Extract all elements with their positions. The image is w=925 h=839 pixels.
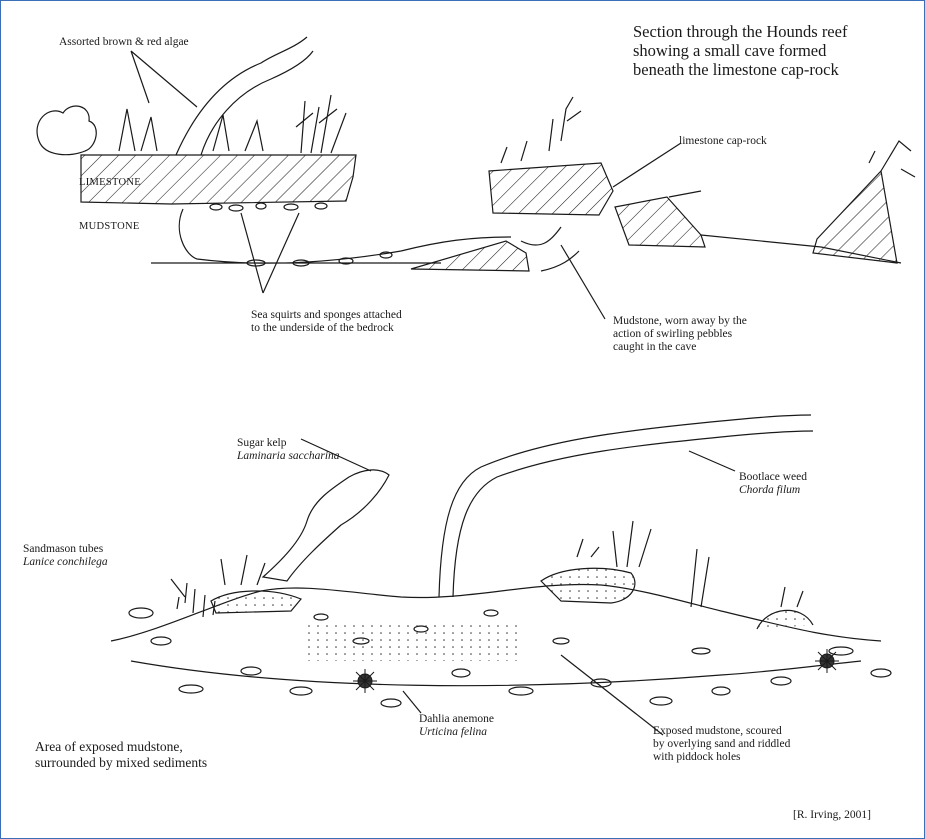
diagram-title: Section through the Hounds reef showing … — [633, 23, 847, 80]
sugar-kelp-label: Sugar kelp Laminaria saccharina — [237, 437, 340, 463]
title-line-3: beneath the limestone cap-rock — [633, 61, 847, 80]
sandmason-label: Sandmason tubes Lanice conchilega — [23, 543, 108, 569]
title-line-2: showing a small cave formed — [633, 42, 847, 61]
dahlia-anemone-left — [353, 669, 377, 693]
mudstone-worn-label: Mudstone, worn away by the action of swi… — [613, 315, 747, 355]
algae-label: Assorted brown & red algae — [59, 36, 189, 49]
exposed-mudstone-label: Exposed mudstone, scoured by overlying s… — [653, 725, 790, 765]
bootlace-weed — [439, 415, 813, 597]
algae-clump — [37, 106, 96, 155]
dahlia-anemone-right — [815, 649, 839, 673]
sugar-kelp-frond — [263, 470, 389, 581]
caprock-label: limestone cap-rock — [679, 135, 767, 148]
mudstone-label: MUDSTONE — [79, 221, 140, 233]
dahlia-anemone-label: Dahlia anemone Urticina felina — [419, 713, 494, 739]
sea-squirts-label: Sea squirts and sponges attached to the … — [251, 309, 402, 335]
bootlace-weed-label: Bootlace weed Chorda filum — [739, 471, 807, 497]
credit-label: [R. Irving, 2001] — [793, 809, 871, 822]
area-caption: Area of exposed mudstone, surrounded by … — [35, 739, 207, 770]
bottom-section-drawing — [111, 415, 891, 735]
title-line-1: Section through the Hounds reef — [633, 23, 847, 42]
caprock-block — [489, 163, 613, 215]
limestone-label: LIMESTONE — [79, 177, 141, 189]
